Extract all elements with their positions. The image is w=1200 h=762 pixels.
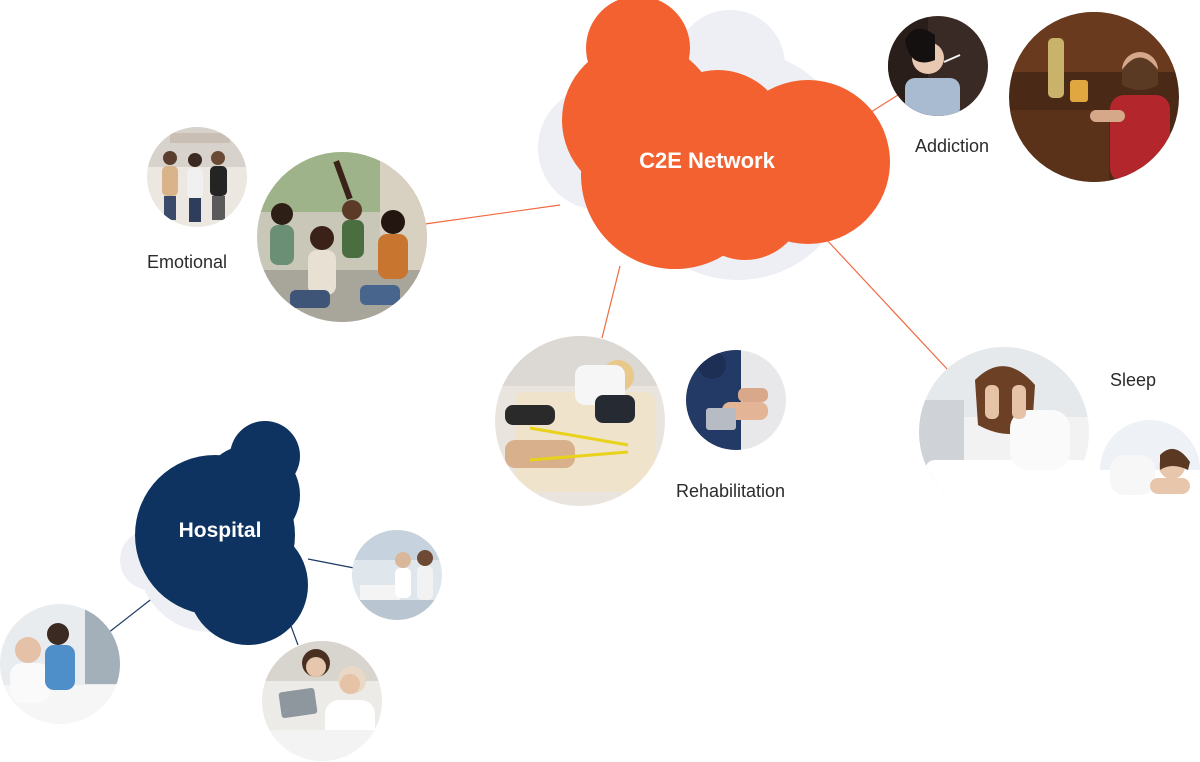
hub-label-hospital: Hospital bbox=[178, 519, 262, 542]
topic-label-emotional: Emotional bbox=[147, 252, 228, 272]
topic-label-addiction: Addiction bbox=[915, 136, 990, 156]
connector-hospital-a bbox=[307, 558, 355, 569]
c2e-hub bbox=[538, 0, 890, 280]
photo-addiction-smoker bbox=[888, 16, 988, 116]
photo-addiction-drinker bbox=[1009, 12, 1179, 182]
topic-label-rehabilitation: Rehabilitation bbox=[676, 481, 786, 501]
topic-label-sleep: Sleep bbox=[1110, 370, 1157, 390]
connector-rehabilitation bbox=[601, 265, 621, 339]
hub-label-c2e-network: C2E Network bbox=[639, 148, 775, 173]
c2e-hub-blob bbox=[562, 0, 890, 269]
photo-rehab-stretch bbox=[495, 336, 665, 506]
hospital-hub-blob bbox=[135, 421, 308, 645]
connector-emotional bbox=[424, 204, 561, 225]
photo-rehab-dumbbell bbox=[686, 350, 786, 450]
photo-hospital-nurse bbox=[0, 604, 120, 724]
hospital-hub bbox=[120, 421, 308, 645]
photo-sleep-resting bbox=[1100, 420, 1200, 520]
photo-sleep-stressed bbox=[919, 347, 1089, 517]
photo-hospital-tablet bbox=[262, 641, 382, 761]
connector-sleep bbox=[824, 237, 949, 371]
photo-emotional-group bbox=[147, 127, 247, 227]
photo-hospital-doctor bbox=[352, 530, 442, 620]
photo-emotional-friends bbox=[257, 152, 427, 322]
